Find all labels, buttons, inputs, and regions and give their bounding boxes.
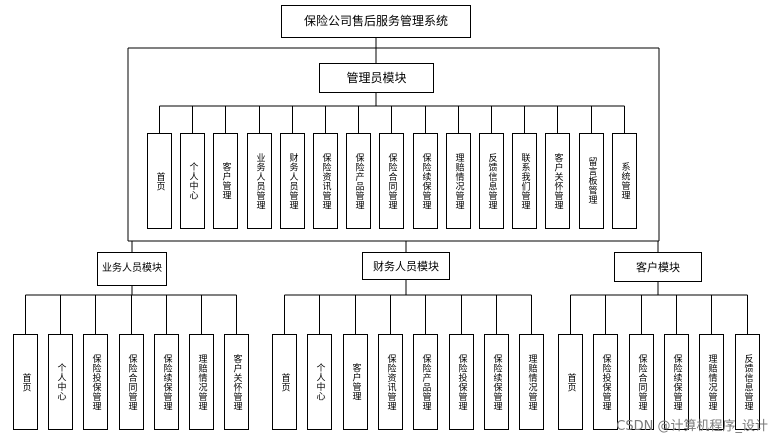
admin-item-0-label: 首页 [154,171,165,191]
module-0-item-2: 保险投保管理 [83,334,108,430]
module-1-item-3-label: 保险资讯管理 [385,353,396,411]
finance-module-label: 财务人员模块 [373,259,439,273]
admin-item-14-label: 系统管理 [619,162,630,200]
csdn-watermark: CSDN @计算机程序_设计 [616,419,768,434]
admin-item-7: 保险合同管理 [379,133,404,229]
module-0-item-4-label: 保险续保管理 [161,353,172,411]
admin-item-10: 反馈信息管理 [479,133,504,229]
module-1-item-2-label: 客户管理 [350,363,361,401]
system-title-box: 保险公司售后服务管理系统 [281,5,471,38]
module-2-item-4: 理赔情况管理 [699,334,724,430]
admin-item-4: 财务人员管理 [280,133,305,229]
module-0-item-4: 保险续保管理 [154,334,179,430]
module-0-item-6-label: 客户关怀管理 [231,353,242,411]
admin-item-11: 联系我们管理 [512,133,537,229]
admin-item-13-label: 留言板管理 [586,157,597,205]
admin-item-2: 客户管理 [213,133,238,229]
admin-item-11-label: 联系我们管理 [519,152,530,210]
admin-item-2-label: 客户管理 [220,162,231,200]
admin-item-3-label: 业务人员管理 [254,152,265,210]
finance-module-box: 财务人员模块 [362,252,450,280]
module-2-item-2: 保险合同管理 [629,334,654,430]
admin-item-6-label: 保险产品管理 [353,152,364,210]
module-0-item-5: 理赔情况管理 [189,334,214,430]
customer-module-box: 客户模块 [614,252,702,282]
admin-item-14: 系统管理 [612,133,637,229]
module-2-item-1: 保险投保管理 [593,334,618,430]
admin-item-9-label: 理赔情况管理 [453,152,464,210]
module-2-item-0: 首页 [558,334,583,430]
module-1-item-2: 客户管理 [343,334,368,430]
sales-module-box: 业务人员模块 [97,252,167,286]
admin-item-4-label: 财务人员管理 [287,152,298,210]
module-1-item-0: 首页 [272,334,297,430]
module-1-item-1: 个人中心 [307,334,332,430]
admin-item-13: 留言板管理 [579,133,604,229]
module-1-item-3: 保险资讯管理 [378,334,403,430]
module-2-item-1-label: 保险投保管理 [600,353,611,411]
system-title: 保险公司售后服务管理系统 [303,14,448,28]
module-0-item-6: 客户关怀管理 [224,334,249,430]
module-0-item-0: 首页 [13,334,38,430]
module-0-item-0-label: 首页 [20,372,31,392]
module-2-item-3-label: 保险续保管理 [671,353,682,411]
module-1-item-1-label: 个人中心 [314,363,325,401]
admin-item-5-label: 保险资讯管理 [320,152,331,210]
module-1-item-7-label: 理赔情况管理 [526,353,537,411]
module-1-item-6-label: 保险续保管理 [491,353,502,411]
admin-module-box: 管理员模块 [319,63,434,93]
module-0-item-2-label: 保险投保管理 [90,353,101,411]
admin-item-6: 保险产品管理 [346,133,371,229]
admin-item-9: 理赔情况管理 [446,133,471,229]
admin-item-3: 业务人员管理 [247,133,272,229]
module-0-item-3: 保险合同管理 [119,334,144,430]
sales-module-label: 业务人员模块 [102,263,162,274]
module-0-item-3-label: 保险合同管理 [126,353,137,411]
admin-item-1-label: 个人中心 [187,162,198,200]
admin-item-8: 保险续保管理 [413,133,438,229]
module-2-item-0-label: 首页 [565,372,576,392]
module-1-item-4-label: 保险产品管理 [420,353,431,411]
module-0-item-1: 个人中心 [48,334,73,430]
module-0-item-5-label: 理赔情况管理 [196,353,207,411]
module-1-item-4: 保险产品管理 [413,334,438,430]
admin-module-label: 管理员模块 [346,70,407,85]
admin-item-8-label: 保险续保管理 [420,152,431,210]
module-2-item-3: 保险续保管理 [664,334,689,430]
module-1-item-0-label: 首页 [279,372,290,392]
admin-item-7-label: 保险合同管理 [386,152,397,210]
admin-item-5: 保险资讯管理 [313,133,338,229]
admin-item-1: 个人中心 [180,133,205,229]
admin-item-10-label: 反馈信息管理 [486,152,497,210]
module-0-item-1-label: 个人中心 [55,363,66,401]
module-1-item-5: 保险投保管理 [449,334,474,430]
module-2-item-5-label: 反馈信息管理 [742,353,753,411]
module-1-item-6: 保险续保管理 [484,334,509,430]
admin-item-12: 客户关怀管理 [545,133,570,229]
admin-item-0: 首页 [147,133,172,229]
module-1-item-5-label: 保险投保管理 [456,353,467,411]
module-2-item-2-label: 保险合同管理 [636,353,647,411]
module-2-item-5: 反馈信息管理 [735,334,760,430]
admin-item-12-label: 客户关怀管理 [552,152,563,210]
customer-module-label: 客户模块 [636,260,680,274]
module-2-item-4-label: 理赔情况管理 [706,353,717,411]
module-1-item-7: 理赔情况管理 [519,334,544,430]
